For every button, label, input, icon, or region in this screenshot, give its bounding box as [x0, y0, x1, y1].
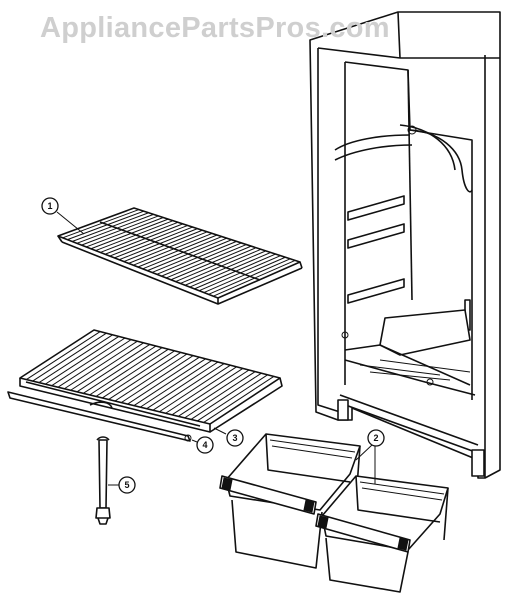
- callout-2-label: 2: [373, 433, 378, 443]
- callout-2: 2: [355, 429, 385, 484]
- callout-4: 4: [191, 436, 214, 454]
- callout-5-label: 5: [124, 480, 129, 490]
- shelf-support: [95, 436, 111, 525]
- crisper-drawer-left: [219, 433, 361, 569]
- callout-1-label: 1: [47, 201, 52, 211]
- callout-5: 5: [108, 476, 136, 494]
- callout-1: 1: [41, 197, 85, 235]
- callout-3: 3: [213, 427, 244, 447]
- glass-shelf: [7, 329, 283, 442]
- crisper-drawer-right: [315, 475, 449, 593]
- refrigerator-cabinet: [309, 11, 501, 479]
- wire-shelf: [57, 207, 303, 305]
- callout-3-label: 3: [232, 433, 237, 443]
- callout-4-label: 4: [202, 440, 207, 450]
